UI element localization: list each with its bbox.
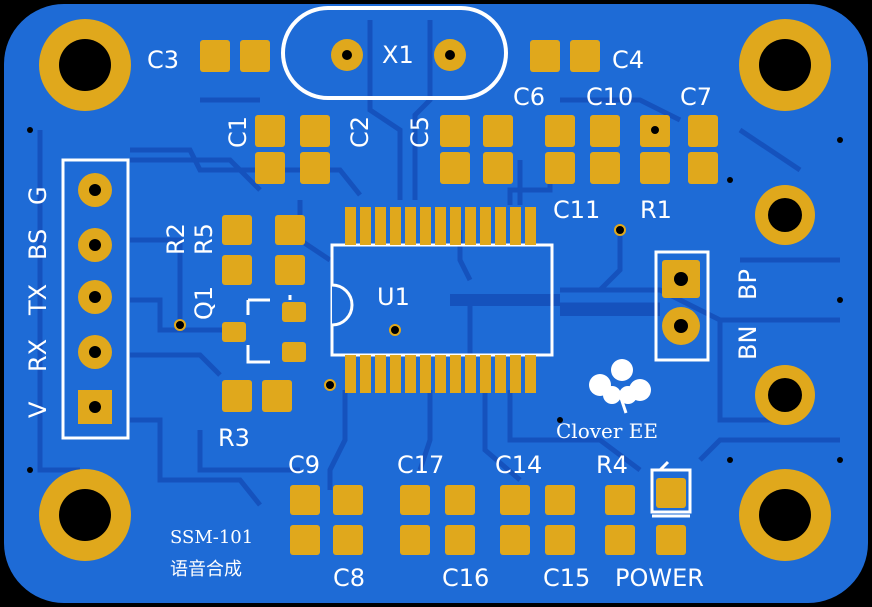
label-c6: C6: [513, 83, 545, 111]
model-cn-text: 语音合成: [170, 559, 242, 580]
label-pin-tx: TX: [24, 284, 52, 316]
stitching-vias: [27, 127, 843, 473]
label-r1: R1: [640, 196, 672, 224]
label-pin-bs: BS: [24, 229, 52, 260]
label-r4: R4: [596, 451, 628, 479]
led-outline: [650, 460, 692, 514]
label-r5: R5: [190, 223, 218, 255]
label-c14: C14: [495, 451, 542, 479]
header-j1: [61, 158, 130, 440]
label-c16: C16: [442, 564, 489, 592]
label-c8: C8: [333, 564, 365, 592]
label-c9: C9: [288, 451, 320, 479]
label-r2: R2: [162, 223, 190, 255]
ic-u1: [330, 207, 554, 393]
ic-pads-top: [345, 207, 536, 245]
label-c11: C11: [553, 196, 600, 224]
label-c1: C1: [224, 116, 252, 148]
speaker-connector: [654, 250, 710, 362]
ic-pads-bottom: [345, 355, 536, 393]
vias: [174, 224, 626, 391]
label-c3: C3: [147, 46, 179, 74]
smd-pads: [200, 40, 718, 555]
label-pin-v: V: [24, 401, 52, 418]
label-c17: C17: [397, 451, 444, 479]
board-substrate: [4, 4, 868, 603]
brand-text: Clover EE: [556, 419, 658, 443]
mounting-holes: [39, 19, 831, 561]
label-u1: U1: [377, 283, 410, 311]
crystal-outline: [281, 6, 508, 100]
label-power: POWER: [615, 564, 704, 592]
label-bp: BP: [734, 269, 762, 300]
label-pin-rx: RX: [24, 339, 52, 372]
label-pin-g: G: [24, 186, 52, 205]
model-text: SSM-101: [170, 527, 253, 548]
label-c7: C7: [680, 83, 712, 111]
q1-outline: [246, 295, 292, 364]
label-c2: C2: [346, 116, 374, 148]
label-c5: C5: [406, 116, 434, 148]
power-traces: [450, 294, 660, 316]
label-x1: X1: [382, 41, 414, 69]
label-q1: Q1: [190, 286, 218, 320]
label-c4: C4: [612, 46, 644, 74]
label-c15: C15: [543, 564, 590, 592]
label-r3: R3: [218, 424, 250, 452]
clover-logo: [589, 359, 651, 414]
label-bn: BN: [734, 326, 762, 360]
label-c10: C10: [586, 83, 633, 111]
